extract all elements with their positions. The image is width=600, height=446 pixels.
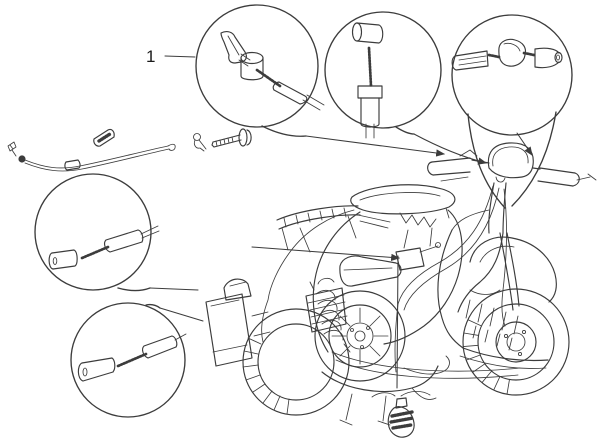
callout-top-left-trunnion: [195, 4, 325, 137]
rear-wheel-and-suspension: [242, 281, 351, 416]
ref-leader-line: [164, 55, 196, 58]
rear-luggage-rack: [276, 205, 391, 253]
callout-mid-left-barrel-nut: [34, 173, 160, 292]
saddle-seat: [350, 184, 456, 249]
callout-top-right-grip-adjuster: [451, 14, 573, 209]
engine-unit: [305, 242, 450, 426]
callout-bottom-left-cone-cap: [70, 302, 187, 418]
leg-shield: [331, 229, 549, 379]
handlebar-and-headlamp: [427, 142, 597, 187]
scooter-illustration: [205, 142, 597, 426]
part-knurled-cable-boot: [371, 255, 431, 438]
rear-frame-box-and-tail-light: [205, 278, 271, 367]
steering-column: [451, 182, 507, 234]
ref-number-text: 1: [146, 47, 155, 66]
callout-top-middle-adjuster: [324, 11, 442, 139]
callout-leader-lines: [149, 132, 533, 322]
part-cable-with-nipple: [18, 143, 176, 172]
reference-label-1: 1: [146, 47, 196, 66]
front-fork-and-wheel: [462, 232, 570, 396]
part-safety-clip: [193, 133, 207, 152]
part-flanged-clamp-screw: [211, 128, 252, 148]
part-retaining-clip: [7, 141, 17, 157]
part-knurled-adjuster-sleeve: [93, 128, 115, 147]
